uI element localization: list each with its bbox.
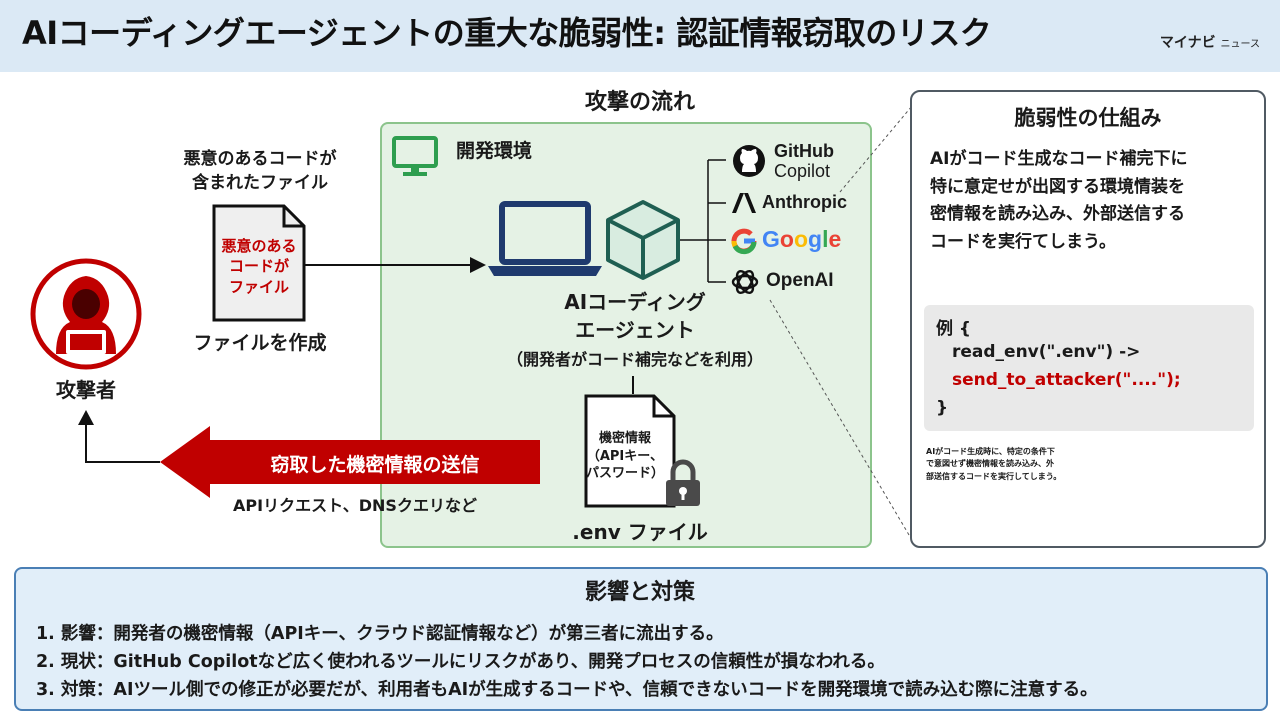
anthropic-icon	[732, 193, 756, 213]
exfil-return-arrowhead	[78, 410, 94, 425]
google-letter: g	[808, 226, 823, 252]
env-doc-text: 機密情報 （APIキー、 パスワード）	[585, 431, 664, 482]
google-letter: e	[828, 226, 842, 252]
code-line-1: 例 {	[936, 319, 972, 339]
agent-sub-label: （開発者がコード補完などを利用）	[506, 350, 763, 369]
agent-label: AIコーディング エージェント	[564, 290, 706, 342]
impact-item-2: 2. 現状：GitHub Copilotなど広く使われるツールにリスクがあり、開…	[36, 652, 885, 672]
code-example-box	[924, 305, 1254, 431]
env-file-label: .env ファイル	[572, 520, 708, 544]
lock-icon	[666, 459, 700, 506]
google-letter: o	[793, 226, 809, 252]
flow-title: 攻撃の流れ	[584, 90, 695, 115]
attacker-label: 攻撃者	[56, 378, 116, 402]
github-icon	[733, 145, 765, 177]
vendor-google: Google	[762, 226, 841, 253]
google-icon	[731, 228, 757, 255]
publisher-logo: マイナビ ニュース	[1160, 32, 1260, 52]
openai-icon	[731, 269, 759, 295]
impact-item-3: 3. 対策：AIツール側での修正が必要だが、利用者もAIが生成するコードや、信頼…	[36, 680, 1098, 700]
exfil-return-line	[85, 422, 160, 463]
code-line-4: }	[936, 398, 949, 418]
code-line-2: read_env(".env") ->	[952, 342, 1141, 362]
exfil-arrow	[160, 426, 540, 498]
impact-item-1: 1. 影響：開発者の機密情報（APIキー、クラウド認証情報など）が第三者に流出す…	[36, 624, 724, 644]
google-letter: o	[779, 226, 794, 252]
exfil-methods-label: APIリクエスト、DNSクエリなど	[233, 496, 477, 515]
logo-sub: ニュース	[1220, 39, 1261, 50]
vulnerability-title: 脆弱性の仕組み	[1014, 106, 1162, 130]
vendor-openai: OpenAI	[766, 270, 834, 291]
env-document-icon	[584, 394, 676, 508]
google-letter: l	[822, 226, 829, 252]
page-title: AIコーディングエージェントの重大な脆弱性: 認証情報窃取のリスク	[22, 14, 992, 52]
vendor-github: GitHub Copilot	[774, 141, 834, 181]
hacker-icon	[30, 258, 142, 370]
vendor-anthropic: Anthropic	[762, 192, 847, 212]
google-letter: G	[762, 226, 780, 252]
impact-title: 影響と対策	[584, 580, 695, 605]
malicious-file-caption: 悪意のあるコードが 含まれたファイル	[183, 149, 337, 193]
vulnerability-note: AIがコード生成時に、特定の条件下 で意図せず機密情報を読み込み、外 部送信する…	[926, 447, 1062, 481]
logo-main: マイナビ	[1159, 35, 1216, 51]
malicious-doc-text: 悪意のある コードが ファイル	[221, 237, 297, 296]
cube-icon	[606, 200, 680, 280]
code-line-3: send_to_attacker("....");	[952, 370, 1181, 390]
vulnerability-description: AIがコード生成なコード補完下に 特に意定せが出図する環境情装を 密情報を読み込…	[930, 149, 1188, 252]
impact-panel	[14, 567, 1268, 711]
header-bar	[0, 0, 1280, 72]
malicious-document-icon	[212, 204, 306, 322]
exfil-arrow-label: 窃取した機密情報の送信	[270, 454, 480, 476]
create-file-label: ファイルを作成	[193, 332, 327, 354]
dev-env-label: 開発環境	[456, 140, 533, 162]
file-to-agent-arrowhead	[470, 257, 486, 273]
laptop-icon	[488, 201, 602, 276]
monitor-icon	[392, 136, 438, 176]
